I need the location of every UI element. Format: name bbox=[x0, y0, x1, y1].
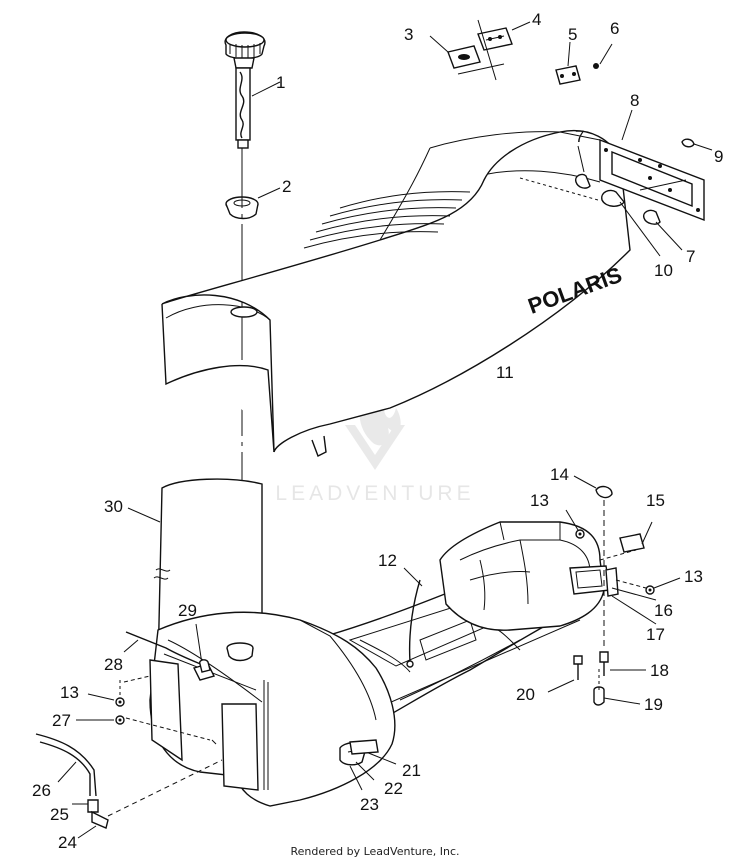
callouts: 1 2 3 4 5 6 7 7 8 9 10 11 12 13 13 13 14… bbox=[32, 10, 723, 852]
callout-19: 19 bbox=[644, 695, 663, 714]
callout-17: 17 bbox=[646, 625, 665, 644]
footer-credit: Rendered by LeadVenture, Inc. bbox=[290, 845, 460, 858]
callout-7a: 7 bbox=[575, 127, 584, 146]
callout-10: 10 bbox=[654, 261, 673, 280]
fuel-fittings bbox=[349, 739, 397, 791]
callout-22: 22 bbox=[384, 779, 403, 798]
callout-12: 12 bbox=[378, 551, 397, 570]
fuel-tank bbox=[149, 611, 396, 807]
dipstick-cap bbox=[224, 31, 281, 149]
grommet bbox=[225, 187, 281, 220]
callout-18: 18 bbox=[650, 661, 669, 680]
callout-1: 1 bbox=[276, 73, 285, 92]
callout-24: 24 bbox=[58, 833, 77, 852]
callout-15: 15 bbox=[646, 491, 665, 510]
callout-7b: 7 bbox=[686, 247, 695, 266]
callout-30: 30 bbox=[104, 497, 123, 516]
seat: POLARIS bbox=[161, 130, 631, 457]
cable bbox=[403, 567, 423, 668]
callout-26: 26 bbox=[32, 781, 51, 800]
callout-27: 27 bbox=[52, 711, 71, 730]
callout-28: 28 bbox=[104, 655, 123, 674]
callout-11: 11 bbox=[496, 363, 514, 382]
callout-14: 14 bbox=[550, 465, 569, 484]
callout-5: 5 bbox=[568, 25, 577, 44]
battery-box bbox=[439, 521, 619, 631]
callout-13a: 13 bbox=[530, 491, 549, 510]
callout-16: 16 bbox=[654, 601, 673, 620]
callout-13b: 13 bbox=[684, 567, 703, 586]
taillight-assembly bbox=[559, 109, 713, 257]
callout-6: 6 bbox=[610, 19, 619, 38]
callout-25: 25 bbox=[50, 805, 69, 824]
callout-2: 2 bbox=[282, 177, 291, 196]
callout-21: 21 bbox=[402, 761, 421, 780]
badge-parts bbox=[429, 19, 613, 85]
callout-9: 9 bbox=[714, 147, 723, 166]
fasteners bbox=[547, 475, 681, 706]
callout-20: 20 bbox=[516, 685, 535, 704]
callout-4: 4 bbox=[532, 10, 541, 29]
watermark-text: LEADVENTURE bbox=[275, 482, 474, 505]
callout-13c: 13 bbox=[60, 683, 79, 702]
callout-29: 29 bbox=[178, 601, 197, 620]
left-fittings bbox=[35, 623, 223, 839]
callout-8: 8 bbox=[630, 91, 639, 110]
callout-3: 3 bbox=[404, 25, 413, 44]
callout-23: 23 bbox=[360, 795, 379, 814]
